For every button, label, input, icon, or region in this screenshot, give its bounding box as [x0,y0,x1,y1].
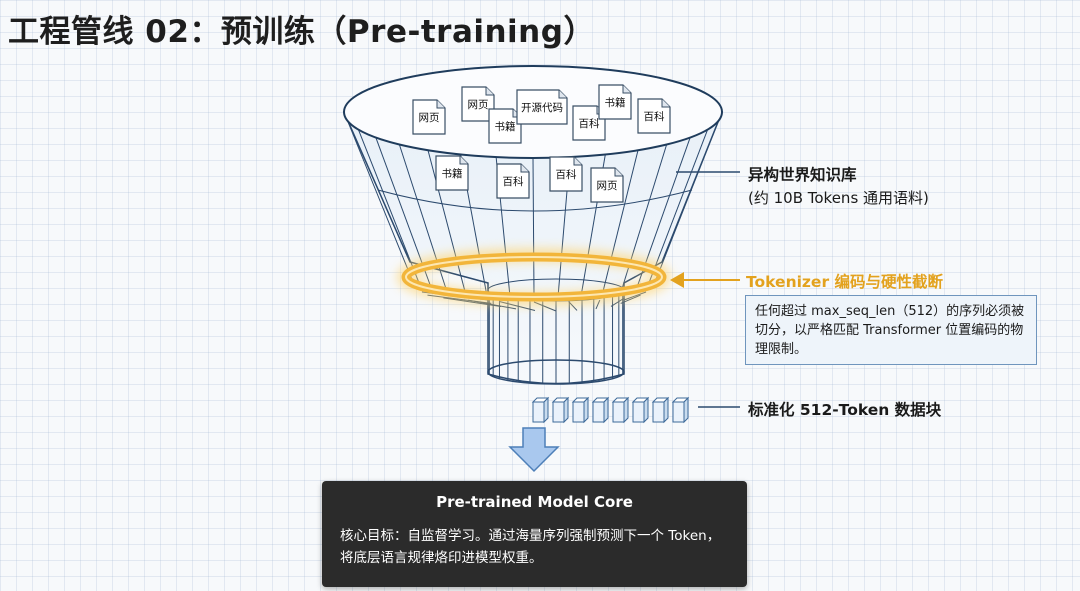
token-chunk [591,396,610,424]
document-label: 网页 [597,180,618,192]
down-arrow [508,427,560,473]
token-chunk [571,396,590,424]
funnel-mesh-line [655,120,719,281]
funnel-mid-ring [377,189,693,212]
funnel-mesh-line [648,129,709,285]
funnel-neck-bottom [487,359,625,385]
model-core-description: 核心目标：自监督学习。通过海量序列强制预测下一个 Token，将底层语言规律烙印… [340,528,721,566]
funnel-mesh-line [532,157,535,296]
token-chunk [671,396,690,424]
funnel-mesh-line [427,150,466,293]
document-icon: 百科 [572,105,606,141]
document-label: 百科 [503,175,524,188]
token-chunks [531,396,690,424]
knowledge-base-title: 异构世界知识库 [748,166,857,184]
token-chunk-label: 标准化 512-Token 数据块 [748,401,942,419]
document-icon: 网页 [461,86,495,122]
document-label: 书籍 [605,96,626,109]
document-icon: 书籍 [488,108,522,144]
document-icon: 网页 [412,99,446,135]
tokenizer-note-box: 任何超过 max_seq_len（512）的序列必须被切分，以严格匹配 Tran… [745,295,1037,365]
funnel-mesh-line [357,129,420,285]
model-core-box: Pre-trained Model Core 核心目标：自监督学习。通过海量序列… [322,481,747,587]
document-label: 百科 [556,168,577,181]
document-label: 书籍 [442,167,463,180]
document-icon: 开源代码 [516,89,568,125]
document-label: 百科 [644,110,665,123]
document-label: 百科 [579,117,600,130]
model-core-title: Pre-trained Model Core [436,493,633,511]
page-title: 工程管线 02：预训练（Pre-training） [8,14,595,50]
token-chunk [631,396,650,424]
document-icon: 书籍 [435,155,469,191]
document-icon: 百科 [496,163,530,199]
tokenizer-note-text: 任何超过 max_seq_len（512）的序列必须被切分，以严格匹配 Tran… [755,304,1025,357]
tokenizer-title: Tokenizer 编码与硬性截断 [746,273,943,291]
token-chunk [611,396,630,424]
document-label: 网页 [468,99,489,111]
document-label: 开源代码 [521,101,563,114]
funnel-mesh-line [602,150,639,293]
knowledge-base-subtitle: (约 10B Tokens 通用语料) [748,189,929,207]
funnel-mesh-line [347,120,413,281]
funnel-mesh-lines [347,120,719,384]
document-label: 书籍 [495,120,516,133]
token-chunk [531,396,550,424]
document-label: 网页 [419,112,440,124]
document-icon: 书籍 [598,84,632,120]
token-chunk [651,396,670,424]
token-chunk [551,396,570,424]
document-icon: 百科 [549,156,583,192]
document-icon: 百科 [637,98,671,134]
document-icon: 网页 [590,167,624,203]
